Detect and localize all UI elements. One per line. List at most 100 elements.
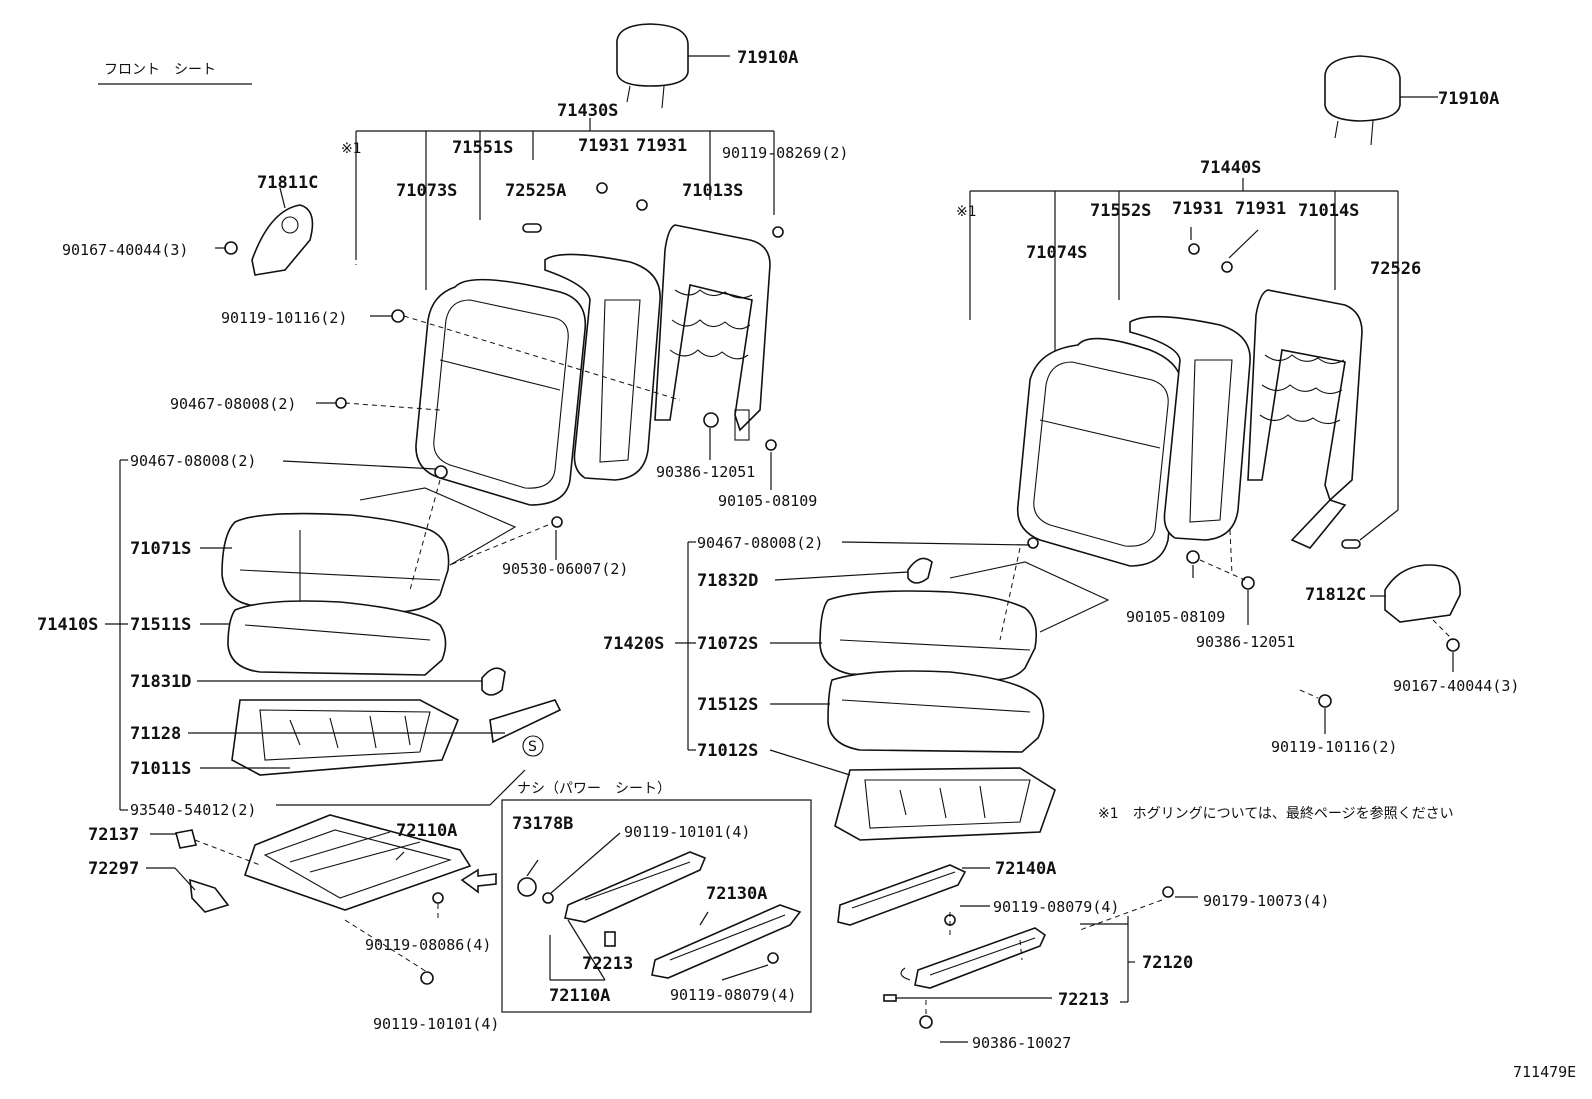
label-left-cover: 71551S xyxy=(452,138,513,158)
label-left-cushion-cover: 71071S xyxy=(130,539,191,559)
label-left-bolt-10101: 90119-10101(4) xyxy=(373,1015,499,1033)
label-right-spacer: 72213 xyxy=(1058,990,1109,1010)
label-right-shield: 71832D xyxy=(697,571,758,591)
arrow-to-inset xyxy=(460,868,497,894)
label-left-bolt-08269: 90119-08269(2) xyxy=(722,144,848,162)
footnote: ※1 ホグリングについては、最終ページを参照ください xyxy=(1098,805,1454,822)
label-left-bracket: 71811C xyxy=(257,173,318,193)
label-inset-cap: 73178B xyxy=(512,814,573,834)
left-back-cover-drawing xyxy=(544,253,661,481)
label-right-clip-a: 71931 xyxy=(1172,199,1223,219)
label-left-note-ref: ※1 xyxy=(341,141,362,157)
label-right-back-frame: 71014S xyxy=(1298,201,1359,221)
label-left-adjuster: 72110A xyxy=(396,821,457,841)
label-left-cushion-frame: 71011S xyxy=(130,759,191,779)
right-bracket-71812c xyxy=(1384,564,1461,623)
label-left-back-frame: 71013S xyxy=(682,181,743,201)
label-right-cushion-frame: 71012S xyxy=(697,741,758,761)
figure-id: 711479E xyxy=(1513,1063,1576,1081)
right-back-frame-drawing xyxy=(1247,289,1363,549)
label-right-nut-10027: 90386-10027 xyxy=(972,1034,1071,1052)
right-seat-cushion-cover-drawing xyxy=(819,561,1110,681)
left-back-frame-drawing xyxy=(654,224,771,441)
label-right-nut-12051: 90386-12051 xyxy=(1196,633,1295,651)
label-left-back-assy: 71430S xyxy=(557,101,618,121)
right-shield-drawing xyxy=(907,557,933,584)
left-seat-cushion-pad-drawing xyxy=(227,600,447,676)
left-leader-lines xyxy=(105,187,772,973)
label-left-nut-06007: 90530-06007(2) xyxy=(502,560,628,578)
right-fasteners xyxy=(919,243,1460,1029)
label-right-bolt-08109: 90105-08109 xyxy=(1126,608,1225,626)
right-seat-cushion-pad-drawing xyxy=(827,670,1045,753)
label-left-cover-72137: 72137 xyxy=(88,825,139,845)
left-cover-72297 xyxy=(189,878,230,913)
left-fasteners xyxy=(224,182,784,985)
label-right-note-ref: ※1 xyxy=(956,204,977,220)
label-right-bracket: 71812C xyxy=(1305,585,1366,605)
label-left-clip-b: 71931 xyxy=(636,136,687,156)
left-cushion-frame-drawing xyxy=(231,699,460,776)
left-cover-72137 xyxy=(175,829,197,849)
label-left-guide: 72525A xyxy=(505,181,566,201)
label-left-bolt-08086: 90119-08086(4) xyxy=(365,936,491,954)
label-left-bar: 71128 xyxy=(130,724,181,744)
label-inset-adjuster-72130: 72130A xyxy=(706,884,767,904)
label-right-bolt-08079: 90119-08079(4) xyxy=(993,898,1119,916)
label-left-clip-08008b: 90467-08008(2) xyxy=(130,452,256,470)
left-adjuster-drawing xyxy=(243,814,472,911)
label-right-cushion-cover: 71072S xyxy=(697,634,758,654)
left-back-assy-bracket xyxy=(355,118,775,290)
label-left-headrest: 71910A xyxy=(737,48,798,68)
label-inset-bolt-10101: 90119-10101(4) xyxy=(624,823,750,841)
label-right-seat-assy: 71420S xyxy=(603,634,664,654)
inset-drawings xyxy=(517,832,802,981)
label-power-seat-note: ナシ（パワー シート） xyxy=(517,781,671,797)
left-back-pad-drawing xyxy=(415,278,587,506)
right-adjuster-72140 xyxy=(837,864,967,926)
label-left-bolt-10116: 90119-10116(2) xyxy=(221,309,347,327)
label-left-screw-40044: 90167-40044(3) xyxy=(62,241,188,259)
label-left-clip-08008a: 90467-08008(2) xyxy=(170,395,296,413)
label-right-guide: 72526 xyxy=(1370,259,1421,279)
right-adjuster-72120 xyxy=(883,927,1047,1002)
label-right-bolt-10116: 90119-10116(2) xyxy=(1271,738,1397,756)
label-inset-bolt-08079: 90119-08079(4) xyxy=(670,986,796,1004)
label-right-cover: 71552S xyxy=(1090,201,1151,221)
left-headrest xyxy=(616,23,730,109)
label-left-cover-72297: 72297 xyxy=(88,859,139,879)
label-left-clip-a: 71931 xyxy=(578,136,629,156)
label-left-shield: 71831D xyxy=(130,672,191,692)
label-right-clip-08008: 90467-08008(2) xyxy=(697,534,823,552)
label-right-cushion-pad: 71512S xyxy=(697,695,758,715)
label-right-clip-b: 71931 xyxy=(1235,199,1286,219)
left-seat-cushion-cover-drawing xyxy=(221,487,517,613)
right-cushion-frame-drawing xyxy=(834,767,1056,841)
label-left-bolt-08109: 90105-08109 xyxy=(718,492,817,510)
label-inset-spacer: 72213 xyxy=(582,954,633,974)
label-right-adjuster-72120: 72120 xyxy=(1142,953,1193,973)
label-right-screw-40044: 90167-40044(3) xyxy=(1393,677,1519,695)
label-left-screw-54012: 93540-54012(2) xyxy=(130,801,256,819)
right-headrest xyxy=(1324,55,1438,146)
right-back-assy-bracket xyxy=(969,178,1399,541)
label-right-headrest: 71910A xyxy=(1438,89,1499,109)
label-marker-s: S xyxy=(528,739,537,755)
label-inset-adjuster-72110: 72110A xyxy=(549,986,610,1006)
label-right-nut-10073: 90179-10073(4) xyxy=(1203,892,1329,910)
label-right-back-assy: 71440S xyxy=(1200,158,1261,178)
right-leader-lines xyxy=(675,227,1454,1043)
label-left-nut-12051: 90386-12051 xyxy=(656,463,755,481)
label-left-back-pad: 71073S xyxy=(396,181,457,201)
right-back-pad-drawing xyxy=(1016,337,1184,567)
inset-box xyxy=(501,799,812,1013)
left-shield-drawing xyxy=(481,667,506,696)
left-bracket-71811c xyxy=(251,204,314,276)
right-back-cover-drawing xyxy=(1129,315,1251,541)
label-left-seat-assy: 71410S xyxy=(37,615,98,635)
diagram-title: フロント シート xyxy=(104,62,216,78)
label-left-cushion-pad: 71511S xyxy=(130,615,191,635)
left-bar-drawing xyxy=(489,699,562,744)
label-right-adjuster-72140: 72140A xyxy=(995,859,1056,879)
